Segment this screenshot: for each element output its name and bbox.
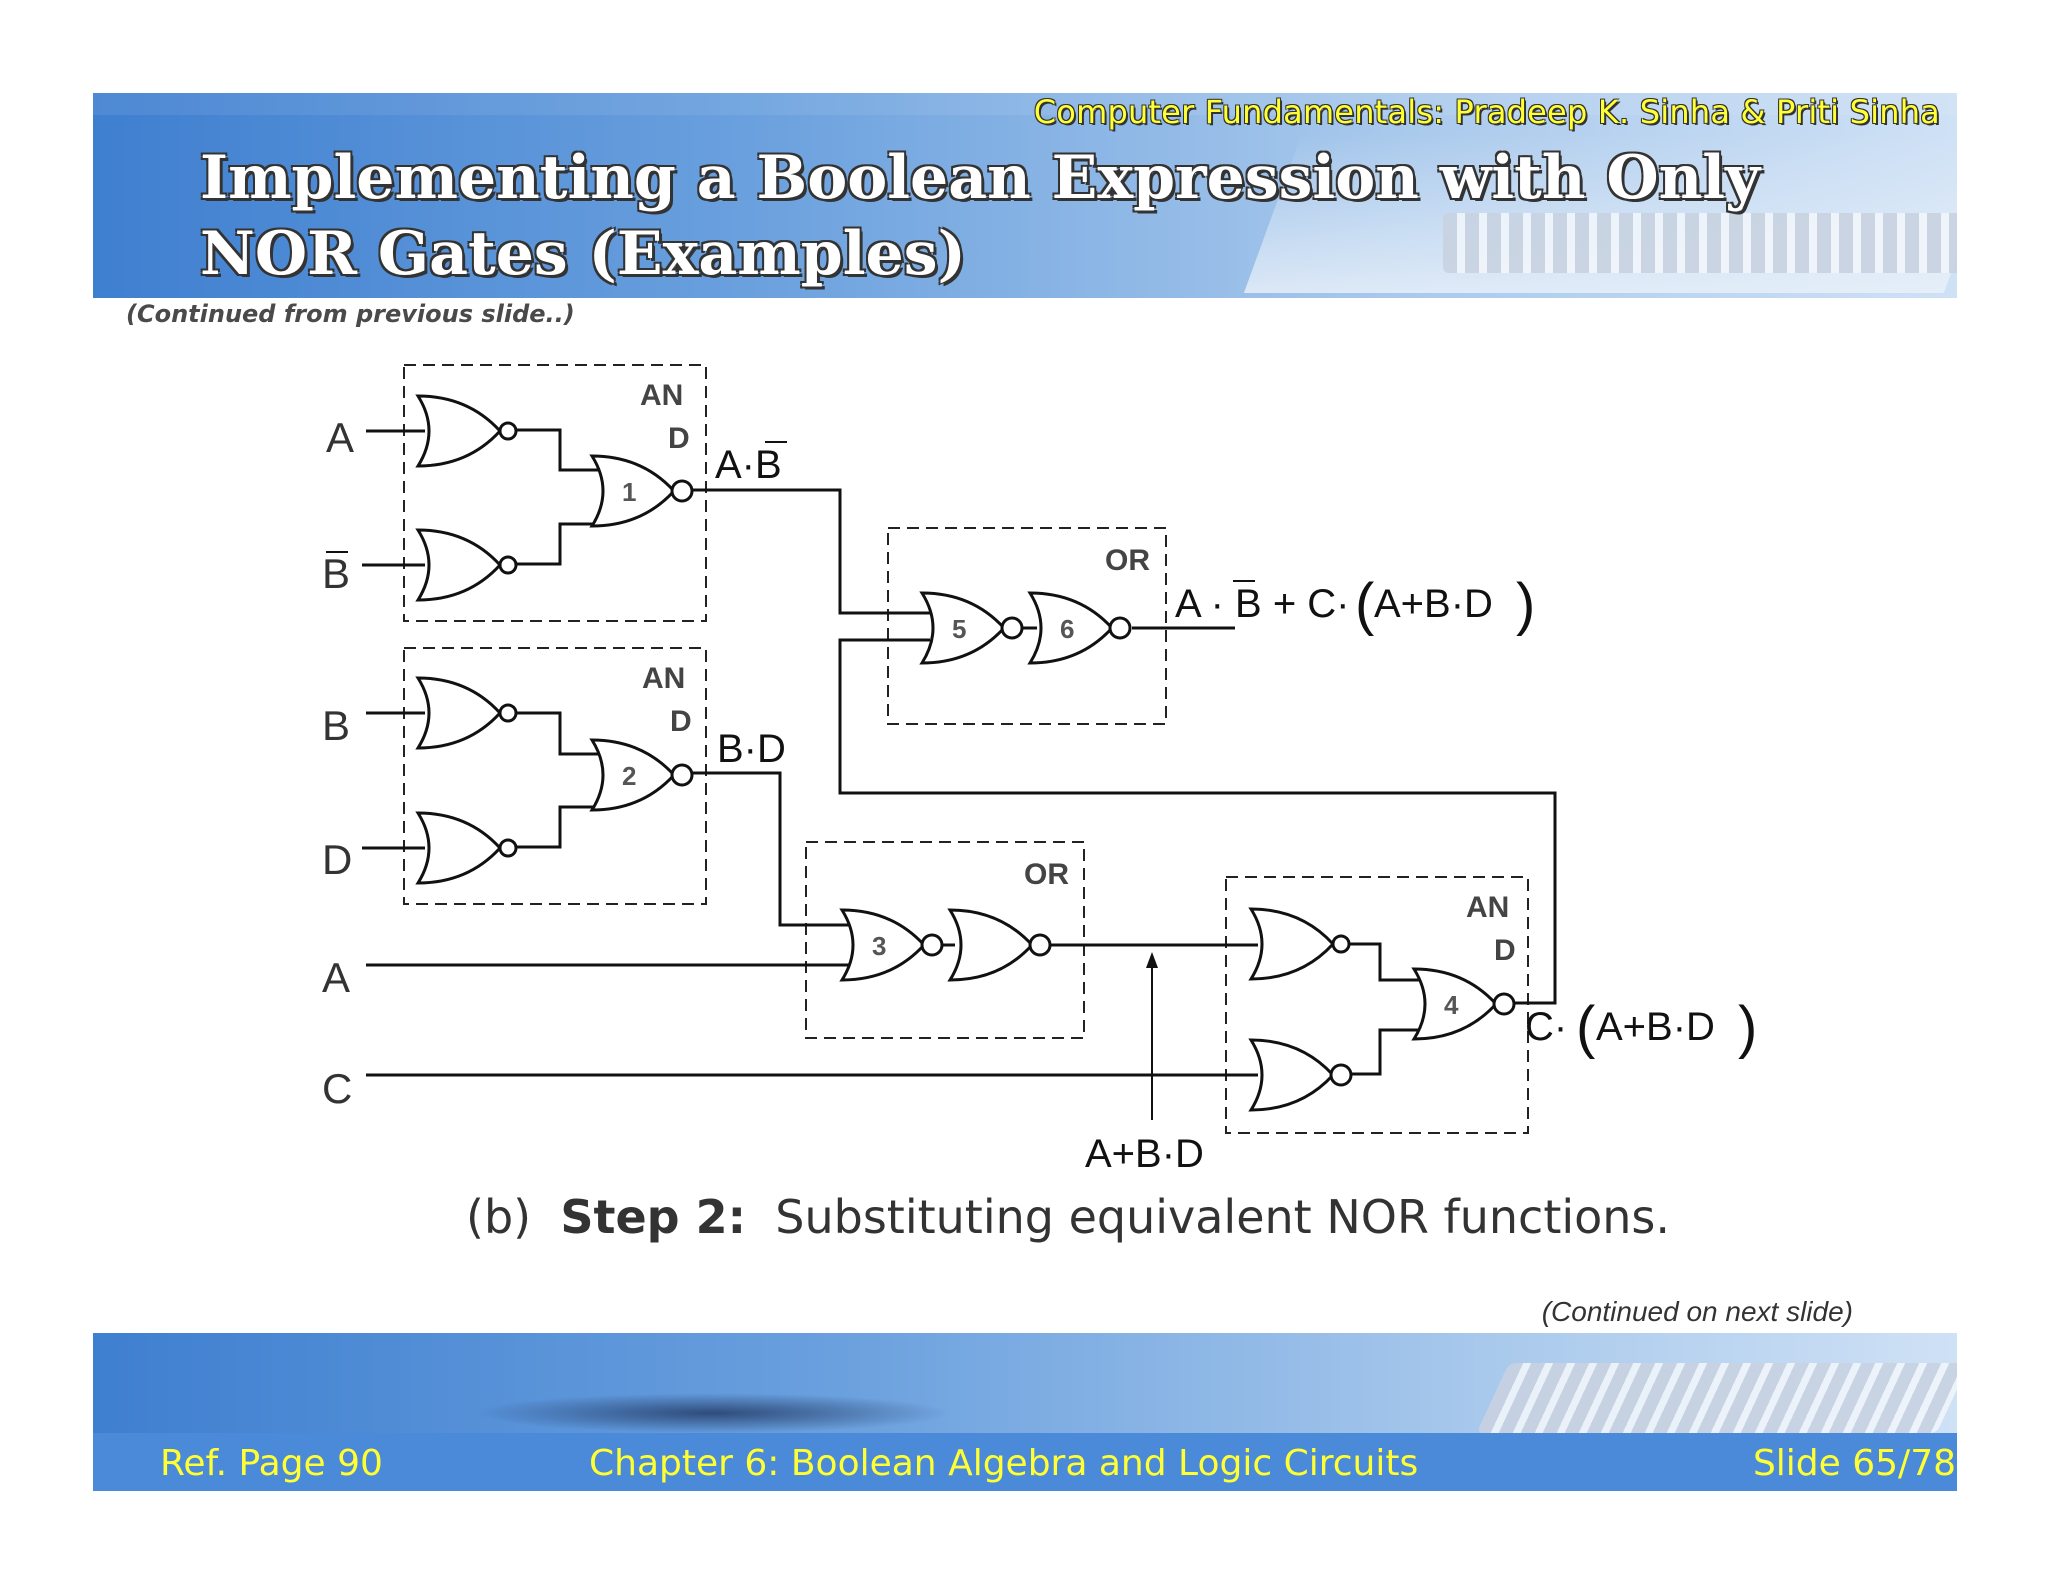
nor-gate-4b (1249, 1038, 1353, 1112)
a-plus-bd-arrow (1146, 952, 1158, 1120)
expr-final-inner: A+B·D (1374, 582, 1493, 626)
nor-gate-2b (416, 811, 518, 885)
expr-final-open-paren: ( (1355, 572, 1374, 637)
chapter-title: Chapter 6: Boolean Algebra and Logic Cir… (589, 1443, 1419, 1484)
and-label-4b: D (1494, 934, 1516, 967)
or-label-56: OR (1105, 544, 1150, 577)
gate-number-3: 3 (872, 931, 886, 961)
gate-number-1: 1 (622, 477, 636, 507)
keyboard-image (1443, 213, 1957, 273)
gate-number-4: 4 (1444, 990, 1459, 1020)
or-label-3: OR (1024, 858, 1069, 891)
and-label-1b: D (668, 422, 690, 455)
or3-and4-wires (838, 638, 1557, 1076)
and-label-4a: AN (1466, 891, 1509, 924)
box1-wires (362, 428, 930, 615)
footer-strip (93, 1433, 1957, 1491)
expr-c-part: C· (1525, 1005, 1567, 1049)
slide-title: Implementing a Boolean Expression with O… (200, 143, 1760, 289)
footer-keyboard-image (1476, 1363, 1957, 1433)
nor-gate-1b (416, 528, 518, 602)
expr-ab-bar: A·B (715, 443, 782, 487)
input-a-top: A (326, 414, 354, 461)
gate-number-2: 2 (622, 761, 636, 791)
input-d: D (322, 836, 352, 883)
lower-input-wires (366, 963, 1258, 1077)
and-box-2 (403, 647, 707, 905)
nor-gate-1a (416, 394, 518, 468)
nor-gate-2a (416, 676, 518, 750)
or-box-56 (887, 527, 1167, 725)
footer-decoration (473, 1393, 953, 1433)
and-label-2b: D (670, 705, 692, 738)
caption-text: Substituting equivalent NOR functions. (775, 1190, 1671, 1244)
caption-prefix: (b) (466, 1190, 532, 1244)
footer-band (93, 1333, 1957, 1491)
header-highlight (93, 93, 1957, 115)
and-box-4 (1225, 876, 1529, 1134)
expr-c-close-paren: ) (1738, 995, 1757, 1060)
header-band (93, 93, 1957, 298)
nor-gate-6: 6 (1028, 591, 1132, 665)
ref-page: Ref. Page 90 (160, 1443, 383, 1484)
and-label-1a: AN (640, 379, 683, 412)
gate-number-6: 6 (1060, 614, 1074, 644)
expr-a-plus-bd: A+B·D (1085, 1132, 1204, 1176)
nor-gate-3: 3 (840, 908, 944, 982)
book-credit: Computer Fundamentals: Pradeep K. Sinha … (1033, 93, 1940, 131)
expr-c-open-paren: ( (1576, 995, 1595, 1060)
input-b: B (322, 702, 350, 749)
expr-final-close-paren: ) (1516, 572, 1535, 637)
nor-gate-5: 5 (920, 591, 1024, 665)
nor-gate-2: 2 (590, 738, 694, 812)
figure-caption: (b) Step 2: Substituting equivalent NOR … (466, 1190, 1670, 1244)
nor-gate-3b (948, 908, 1052, 982)
continued-from-note: (Continued from previous slide..) (126, 300, 575, 328)
gate-number-5: 5 (952, 614, 966, 644)
expr-bd: B·D (717, 727, 786, 771)
nor-gate-1: 1 (590, 454, 694, 528)
or-box-3 (805, 841, 1085, 1039)
nor-gate-4: 4 (1412, 967, 1516, 1041)
input-b-bar: B (322, 550, 350, 597)
slide-number: Slide 65/78 (1752, 1443, 1956, 1484)
input-a-bottom: A (322, 954, 350, 1001)
expr-final-left: A · B + C· (1175, 582, 1350, 626)
expr-c-inner: A+B·D (1596, 1005, 1715, 1049)
continued-next-note: (Continued on next slide) (1541, 1296, 1853, 1327)
caption-step: Step 2: (560, 1190, 747, 1244)
and-box-1 (403, 364, 707, 622)
box2-wires (362, 711, 850, 927)
and-label-2a: AN (642, 662, 685, 695)
nor-gate-4a (1249, 907, 1351, 981)
input-c: C (322, 1065, 352, 1112)
